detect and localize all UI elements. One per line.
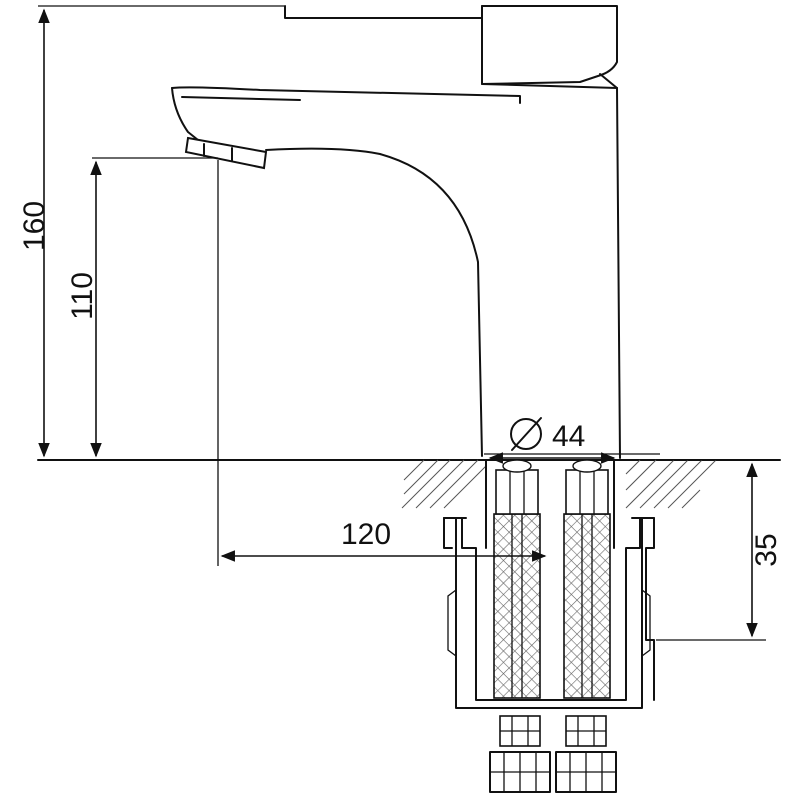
dimension-spout-height: 110 <box>66 157 218 458</box>
dimension-total-height: 160 <box>18 5 284 458</box>
countertop-hatch-left <box>401 459 487 509</box>
countertop <box>37 453 781 509</box>
spout-curve <box>265 147 483 457</box>
label-mount-depth: 35 <box>750 533 783 566</box>
hose-right <box>563 459 611 699</box>
label-spout-reach: 120 <box>341 518 391 551</box>
dimension-mount-depth: 35 <box>656 459 783 641</box>
shank <box>485 459 615 549</box>
spout-top <box>171 86 521 104</box>
label-base-diameter: 44 <box>552 420 585 453</box>
handle-lever <box>284 5 483 19</box>
aerator <box>184 136 268 170</box>
dimension-spout-reach: 120 <box>217 160 547 566</box>
hose-fitting-left <box>489 715 551 793</box>
main-column <box>616 87 621 459</box>
spout-underside <box>171 87 199 141</box>
faucet-body <box>171 5 621 459</box>
countertop-hatch-right <box>625 459 717 509</box>
label-total-height: 160 <box>18 201 51 251</box>
handle-block <box>481 5 618 85</box>
hose-left <box>493 459 541 699</box>
diameter-symbol-icon <box>510 418 542 450</box>
hose-fitting-right <box>555 715 617 793</box>
mounting-assembly <box>443 459 655 793</box>
label-spout-height: 110 <box>66 272 99 320</box>
dimension-base-diameter: 44 <box>488 417 616 464</box>
